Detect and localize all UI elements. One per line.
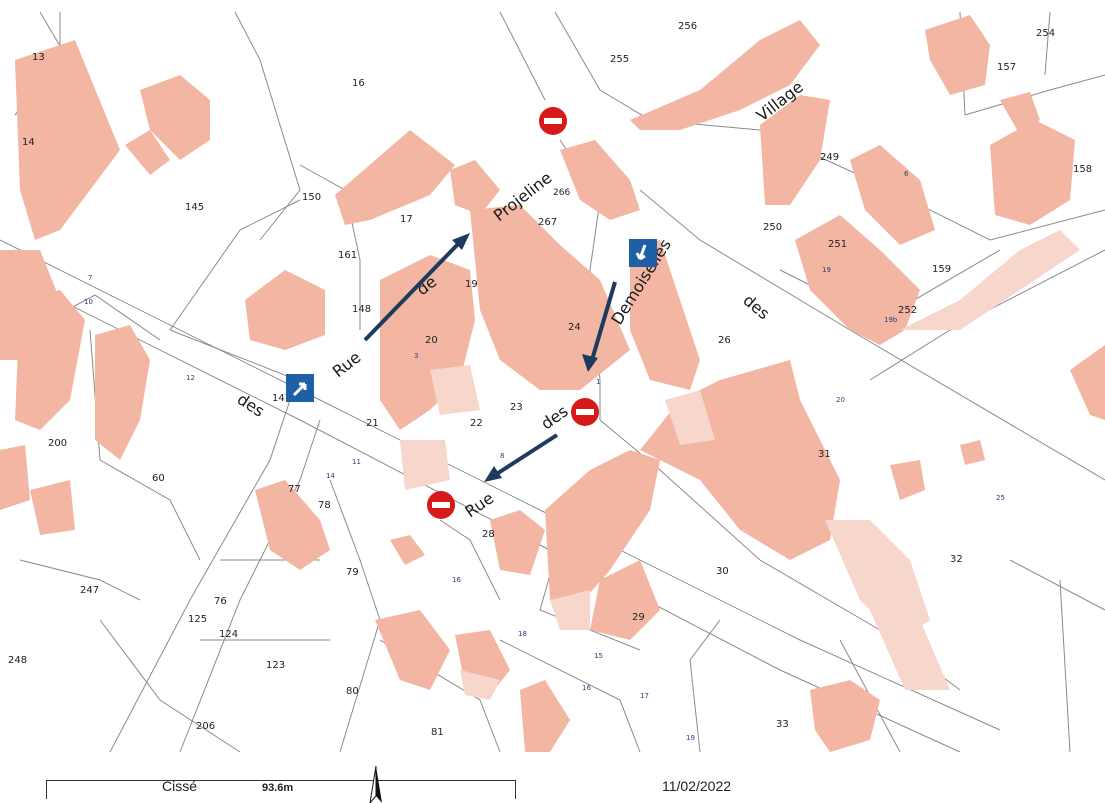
no-entry-signs bbox=[427, 107, 599, 519]
parcel-30: 30 bbox=[716, 566, 729, 577]
street-number: 20 bbox=[836, 396, 845, 404]
parcel-80: 80 bbox=[346, 686, 359, 697]
street-number: 19 bbox=[686, 734, 695, 742]
parcel-33: 33 bbox=[776, 719, 789, 730]
parcel-250: 250 bbox=[763, 222, 782, 233]
street-numbers: 7 10 12 11 14 16 18 15 16 17 19 20 25 6 … bbox=[84, 170, 1005, 742]
parcel-147: 147 bbox=[272, 393, 291, 404]
street-number: 1 bbox=[596, 378, 600, 386]
street-number: 15 bbox=[594, 652, 603, 660]
parcel-22: 22 bbox=[470, 418, 483, 429]
parcel-254: 254 bbox=[1036, 28, 1055, 39]
parcel-32: 32 bbox=[950, 554, 963, 565]
parcel-157: 157 bbox=[997, 62, 1016, 73]
scale-bar bbox=[46, 780, 516, 799]
street-number: 25 bbox=[996, 494, 1005, 502]
scale-distance: 93.6m bbox=[262, 782, 294, 794]
street-number: 16 bbox=[452, 576, 461, 584]
parcel-20: 20 bbox=[425, 335, 438, 346]
parcel-numbers: 13 14 16 145 150 17 161 148 147 19 20 21… bbox=[8, 21, 1092, 738]
parcel-267: 267 bbox=[538, 217, 557, 228]
map-footer bbox=[0, 752, 1105, 803]
no-entry-sign-icon bbox=[571, 398, 599, 426]
arrowhead-icon bbox=[582, 354, 598, 372]
parcel-14: 14 bbox=[22, 137, 35, 148]
parcel-78: 78 bbox=[318, 500, 331, 511]
street-number: 3 bbox=[414, 352, 418, 360]
parcel-23: 23 bbox=[510, 402, 523, 413]
street-number: 18 bbox=[518, 630, 527, 638]
parcel-251: 251 bbox=[828, 239, 847, 250]
parcel-161: 161 bbox=[338, 250, 357, 261]
parcel-266: 266 bbox=[553, 188, 570, 198]
parcel-60: 60 bbox=[152, 473, 165, 484]
arrowhead-icon bbox=[452, 233, 470, 250]
parcel-31: 31 bbox=[818, 449, 831, 460]
parcel-29: 29 bbox=[632, 612, 645, 623]
parcel-19: 19 bbox=[465, 279, 478, 290]
annexes bbox=[400, 230, 1080, 700]
parcel-252: 252 bbox=[898, 305, 917, 316]
parcel-200: 200 bbox=[48, 438, 67, 449]
parcel-145: 145 bbox=[185, 202, 204, 213]
parcel-13: 13 bbox=[32, 52, 45, 63]
street-number: 14 bbox=[326, 472, 335, 480]
parcel-26: 26 bbox=[718, 335, 731, 346]
parcel-77: 77 bbox=[288, 484, 301, 495]
parcel-16: 16 bbox=[352, 78, 365, 89]
street-number: 12 bbox=[186, 374, 195, 382]
parcel-150: 150 bbox=[302, 192, 321, 203]
map-date: 11/02/2022 bbox=[662, 778, 732, 794]
parcel-206: 206 bbox=[196, 721, 215, 732]
parcel-248: 248 bbox=[8, 655, 27, 666]
one-way-sign-icon bbox=[629, 239, 657, 267]
parcel-159: 159 bbox=[932, 264, 951, 275]
place-name: Cissé bbox=[162, 778, 198, 794]
street-number: 17 bbox=[640, 692, 649, 700]
traffic-arrows bbox=[363, 233, 617, 482]
parcel-79: 79 bbox=[346, 567, 359, 578]
street-number: 19 bbox=[822, 266, 831, 274]
street-number: 7 bbox=[88, 274, 92, 282]
north-arrow-icon bbox=[369, 766, 382, 803]
parcel-28: 28 bbox=[482, 529, 495, 540]
parcel-158: 158 bbox=[1073, 164, 1092, 175]
parcel-17: 17 bbox=[400, 214, 413, 225]
street-number: 8 bbox=[500, 452, 504, 460]
parcel-256: 256 bbox=[678, 21, 697, 32]
parcel-21: 21 bbox=[366, 418, 379, 429]
one-way-sign-icon bbox=[286, 374, 314, 402]
no-entry-sign-icon bbox=[539, 107, 567, 135]
one-way-arrow-demoiselles bbox=[590, 281, 617, 361]
street-number: 10 bbox=[84, 298, 93, 306]
one-way-arrow-projeline bbox=[363, 240, 462, 342]
parcel-81: 81 bbox=[431, 727, 444, 738]
parcel-247: 247 bbox=[80, 585, 99, 596]
street-number: 19b bbox=[884, 316, 898, 324]
parcel-148: 148 bbox=[352, 304, 371, 315]
no-entry-sign-icon bbox=[427, 491, 455, 519]
parcel-255: 255 bbox=[610, 54, 629, 65]
one-way-arrow-rue-des bbox=[493, 433, 559, 477]
one-way-signs bbox=[286, 239, 657, 402]
parcel-123: 123 bbox=[266, 660, 285, 671]
parcel-249: 249 bbox=[820, 152, 839, 163]
parcel-76: 76 bbox=[214, 596, 227, 607]
arrowhead-icon bbox=[484, 466, 502, 482]
street-number: 16 bbox=[582, 684, 591, 692]
parcel-125: 125 bbox=[188, 614, 207, 625]
street-number: 11 bbox=[352, 458, 361, 466]
street-number: 6 bbox=[904, 170, 909, 178]
parcel-24: 24 bbox=[568, 322, 581, 333]
parcel-124: 124 bbox=[219, 629, 238, 640]
